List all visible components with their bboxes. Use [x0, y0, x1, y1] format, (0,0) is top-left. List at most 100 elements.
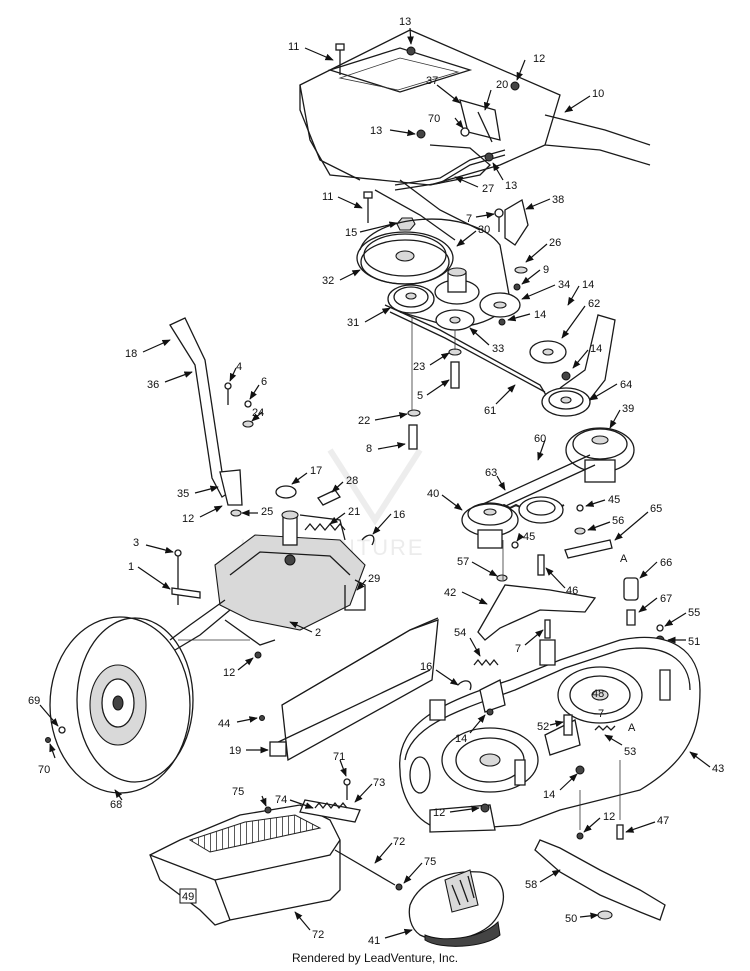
callout-45-b: 45 [523, 531, 535, 543]
callout-7-c: 7 [598, 708, 604, 720]
nut-12-axle [254, 651, 262, 659]
callout-31: 31 [347, 317, 359, 329]
callout-15: 15 [345, 227, 357, 239]
callout-73: 73 [373, 777, 385, 789]
callout-58: 58 [525, 879, 537, 891]
callout-21: 21 [348, 506, 360, 518]
callout-13-c: 13 [505, 180, 517, 192]
bolt-11-top [335, 43, 345, 75]
callout-3: 3 [133, 537, 139, 549]
callout-24: 24 [252, 407, 264, 419]
callout-12-b: 12 [182, 513, 194, 525]
nut-75-lower [395, 883, 403, 891]
idler-62 [518, 496, 564, 524]
idler-bracket-42 [477, 584, 597, 641]
callout-26: 26 [549, 237, 561, 249]
callout-45-a: 45 [608, 494, 620, 506]
callout-14-a: 14 [582, 279, 594, 291]
pto-pulley-39 [565, 427, 635, 483]
callout-35: 35 [177, 488, 189, 500]
spring-21 [304, 522, 346, 532]
bolt-47 [616, 824, 624, 840]
callout-12-e: 12 [603, 811, 615, 823]
callout-46: 46 [566, 585, 578, 597]
bolt-7-top [494, 208, 504, 218]
callout-44: 44 [218, 718, 230, 730]
callout-48: 48 [592, 688, 604, 700]
callout-42: 42 [444, 587, 456, 599]
callout-37: 37 [426, 75, 438, 87]
callouts: 13 11 12 37 20 10 70 13 13 27 11 38 [28, 16, 724, 947]
bolt-5 [450, 361, 460, 389]
nut-9 [513, 283, 521, 291]
bracket-28 [317, 489, 341, 506]
bolt-46 [537, 554, 545, 576]
callout-75-b: 75 [424, 856, 436, 868]
callout-13-a: 13 [399, 16, 411, 28]
callout-5: 5 [417, 390, 423, 402]
nut-12-deck [576, 832, 584, 840]
callout-16-a: 16 [393, 509, 405, 521]
callout-57: 57 [457, 556, 469, 568]
callout-30: 30 [478, 224, 490, 236]
washer-68 [58, 726, 66, 734]
idler-pulley [479, 292, 521, 318]
callout-4: 4 [236, 361, 242, 373]
callout-14-e: 14 [543, 789, 555, 801]
marker-a-lower: A [628, 722, 636, 734]
callout-34: 34 [558, 279, 570, 291]
marker-a-upper: A [620, 553, 628, 565]
callout-72-a: 72 [393, 836, 405, 848]
bolt-6 [244, 400, 252, 408]
mower-blade [534, 839, 666, 921]
callout-75-a: 75 [232, 786, 244, 798]
washer-55 [656, 624, 664, 632]
callout-63: 64 [620, 379, 632, 391]
washer-26 [514, 266, 528, 274]
idler-arm-64 [564, 539, 613, 559]
spring-74 [314, 801, 348, 810]
spindle-pulley-40 [461, 502, 519, 549]
callout-25: 25 [261, 506, 273, 518]
callout-62: 63 [485, 467, 497, 479]
callout-7-a: 7 [466, 213, 472, 225]
bolt-69 [45, 737, 51, 743]
callout-6: 6 [261, 376, 267, 388]
callout-41: 41 [368, 935, 380, 947]
bolt-7-deck [544, 619, 551, 639]
callout-11-a: 11 [288, 41, 299, 53]
clip-16-upper [361, 534, 375, 546]
callout-16-b: 16 [420, 661, 432, 673]
idler-61 [529, 340, 567, 364]
bolt-45-right [576, 504, 584, 512]
callout-11-b: 11 [322, 191, 333, 203]
callout-14-d: 14 [455, 733, 467, 745]
callout-47: 47 [657, 815, 669, 827]
washer-25 [230, 509, 242, 517]
nut-12-top [510, 81, 520, 91]
callout-65: 66 [660, 557, 672, 569]
hinge-bracket-73 [299, 799, 361, 823]
nut-13-right [484, 152, 494, 162]
callout-9: 9 [543, 264, 549, 276]
callout-12-a: 12 [533, 53, 545, 65]
callout-13-b: 13 [370, 125, 382, 137]
washer-57 [496, 574, 508, 582]
callout-28: 28 [346, 475, 358, 487]
pulley-32 [356, 217, 454, 285]
callout-29: 29 [368, 573, 380, 585]
nut-13-top [406, 46, 416, 56]
callout-12-c: 12 [223, 667, 235, 679]
callout-14-b: 14 [534, 309, 546, 321]
callout-59: 60 [534, 433, 546, 445]
callout-74: 74 [275, 794, 287, 806]
credit-line: Rendered by LeadVenture, Inc. [291, 951, 459, 965]
callout-68: 69 [28, 695, 40, 707]
bolt-45-left [511, 541, 519, 549]
rear-bagger-cover [149, 804, 341, 926]
nut-14-right [561, 371, 571, 381]
boxed-label-49: 49 [182, 891, 194, 903]
lift-handle [169, 317, 234, 498]
callout-51: 51 [688, 636, 700, 648]
